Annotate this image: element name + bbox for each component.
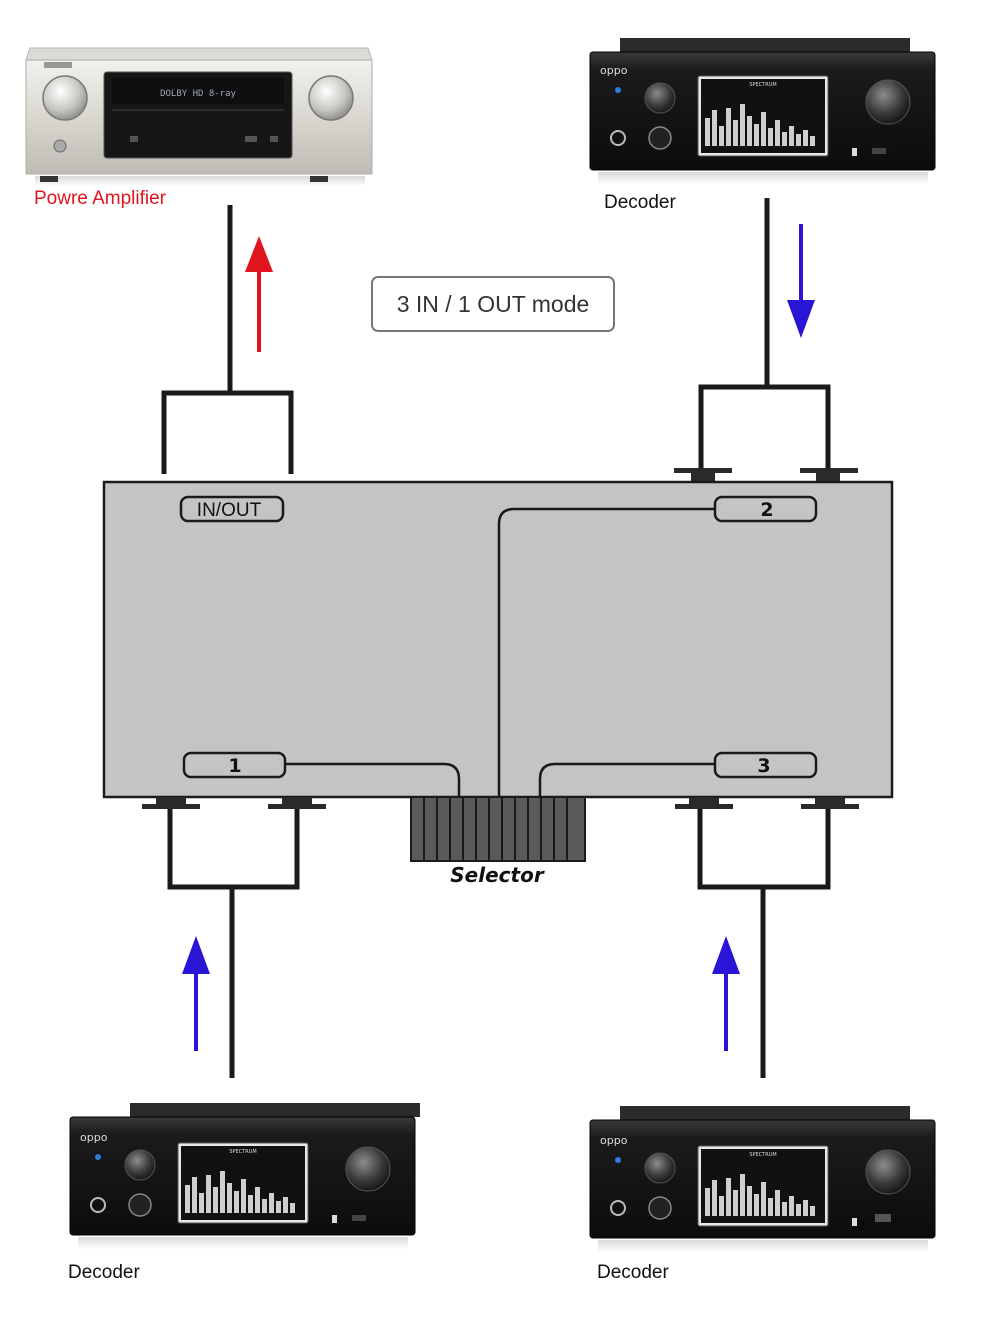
port-3-label: 3 [757, 755, 770, 777]
decoder-top-right-device: oppo SPECTRUM [589, 38, 936, 184]
decoder-bottom-left-label: Decoder [68, 1262, 140, 1283]
arrow-input-top-right [787, 224, 815, 338]
cables [161, 198, 831, 1078]
cable-decoder-top-right [698, 198, 831, 474]
mode-title-box: 3 IN / 1 OUT mode [371, 276, 615, 332]
port-inout[interactable]: IN/OUT [179, 495, 285, 523]
mode-title: 3 IN / 1 OUT mode [396, 290, 590, 317]
selector-knob[interactable] [410, 796, 586, 862]
decoder-bottom-left-device: oppo SPECTRUM [69, 1103, 420, 1249]
amplifier-display-text: DOLBY HD 8-ray [160, 89, 236, 99]
cable-amplifier [161, 205, 294, 474]
amplifier-label: Powre Amplifier [34, 188, 166, 209]
port-3[interactable]: 3 [713, 751, 818, 779]
connectors-bottom [142, 797, 859, 809]
decoder-bottom-right-device: oppo SPECTRUM [589, 1106, 936, 1252]
internal-routing [286, 507, 715, 797]
port-1[interactable]: 1 [182, 751, 287, 779]
decoder-bottom-right-label: Decoder [597, 1262, 669, 1283]
port-1-label: 1 [228, 755, 241, 777]
decoder-br-display-text: SPECTRUM [749, 1152, 776, 1158]
arrow-input-bottom-right [712, 936, 740, 1051]
decoder-top-right-label: Decoder [604, 192, 676, 213]
decoder-bl-brand: oppo [80, 1131, 108, 1144]
connectors-top [674, 468, 858, 482]
arrow-output-amplifier [245, 236, 273, 352]
amplifier-device: DOLBY HD 8-ray [25, 47, 373, 186]
cable-decoder-bottom-right [697, 806, 831, 1078]
arrow-input-bottom-left [182, 936, 210, 1051]
decoder-bl-display-text: SPECTRUM [229, 1149, 256, 1155]
switch-box: IN/OUT 2 1 3 Selector [102, 480, 894, 887]
cable-decoder-bottom-left [167, 806, 300, 1078]
port-inout-label: IN/OUT [197, 500, 262, 521]
selector-label: Selector [450, 863, 545, 887]
decoder-tr-brand: oppo [600, 64, 628, 77]
port-2[interactable]: 2 [713, 495, 818, 523]
port-2-label: 2 [760, 499, 773, 521]
decoder-br-brand: oppo [600, 1134, 628, 1147]
decoder-tr-display-text: SPECTRUM [749, 82, 776, 88]
